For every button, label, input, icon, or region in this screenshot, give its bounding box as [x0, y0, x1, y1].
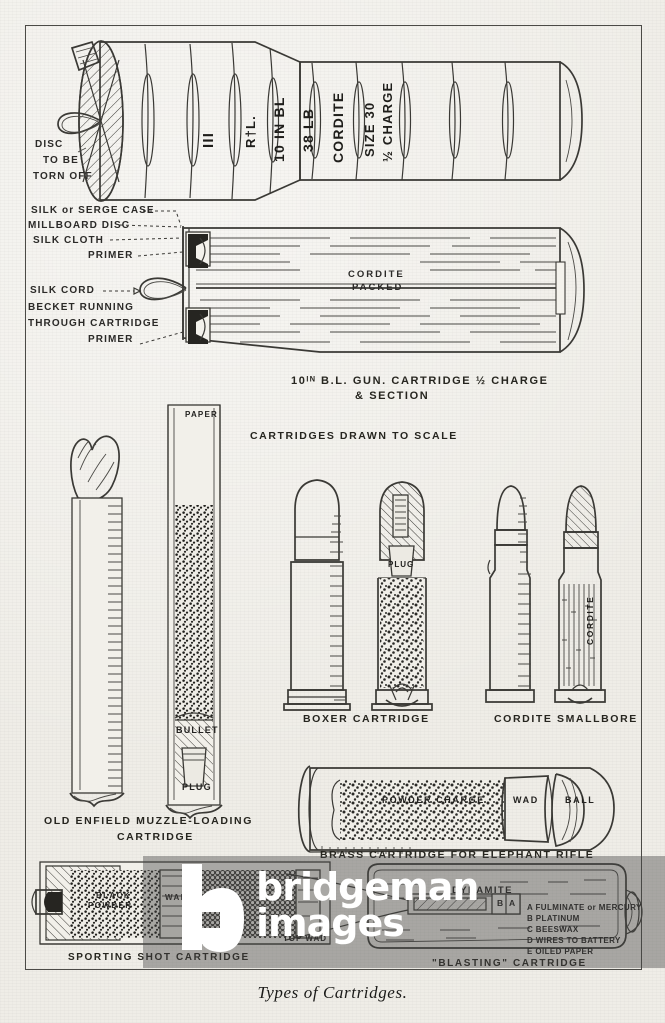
label-millboard-disc: MILLBOARD DISC: [28, 220, 131, 231]
band-text-size: SIZE 30: [362, 101, 377, 157]
bridgeman-b-logo: [182, 864, 244, 952]
boxer-cartridge-exterior: [283, 479, 351, 711]
label-primer-bottom: PRIMER: [88, 334, 134, 345]
legend-c: C BEESWAX: [527, 925, 579, 934]
label-through-cartridge: THROUGH CARTRIDGE: [28, 318, 160, 329]
caption-enfield-line2: CARTRIDGE: [117, 831, 194, 843]
label-dynamite: DYNAMITE: [452, 885, 513, 896]
label-powder-charge: POWDER CHARGE: [382, 795, 485, 805]
big-cordite-cartridge: [57, 40, 583, 202]
disc-label-line1: DISC: [35, 139, 64, 150]
caption-cordite-smallbore: CORDITE SMALLBORE: [494, 713, 638, 725]
figure-title: Types of Cartridges.: [257, 983, 408, 1002]
watermark-line1: bridgeman: [256, 865, 479, 909]
label-packed: PACKED: [352, 282, 404, 293]
label-black-powder-1: BLACK: [96, 891, 131, 900]
label-primer-top: PRIMER: [88, 250, 134, 261]
label-silk-cord: SILK CORD: [30, 285, 95, 296]
legend-d: D WIRES TO BATTERY: [527, 936, 621, 945]
label-plug-muzzle: PLUG: [182, 782, 212, 792]
label-ball: BALL: [565, 795, 596, 805]
caption-boxer: BOXER CARTRIDGE: [303, 713, 430, 725]
caption-section-line2: & SECTION: [355, 390, 430, 402]
legend-b: B PLATINUM: [527, 914, 580, 923]
band-text-mark: III: [200, 131, 217, 148]
section-cartridge: [103, 210, 585, 353]
elephant-rifle-cartridge: [297, 765, 615, 854]
cordite-smallbore-exterior: [485, 485, 535, 703]
label-wad-elephant: WAD: [513, 795, 539, 805]
legend-a: A FULMINATE or MERCURY: [527, 903, 642, 912]
legend-e: E OILED PAPER: [527, 947, 594, 956]
band-text-rtl: R†L.: [243, 115, 258, 148]
band-text-caliber: 10 IN BL: [271, 96, 287, 162]
blasting-cartridge: [285, 863, 643, 949]
label-paper: PAPER: [185, 410, 218, 419]
watermark-text: bridgeman images: [256, 865, 479, 946]
disc-label-line2: TO BE: [43, 155, 79, 166]
disc-label-line3: TORN OFF: [33, 171, 93, 182]
band-text-charge: ½ CHARGE: [380, 81, 395, 162]
boxer-cartridge-section: [371, 481, 433, 711]
label-top-wad: TOP WAD: [283, 934, 328, 943]
label-plug-boxer: PLUG: [388, 560, 415, 569]
caption-section-line1: 10ᴵᴺ B.L. GUN. CARTRIDGE ½ CHARGE: [291, 375, 549, 387]
band-text-weight: 38 LB: [300, 107, 316, 152]
cordite-smallbore-section: [554, 485, 606, 704]
caption-elephant-rifle: BRASS CARTRIDGE FOR ELEPHANT RIFLE: [320, 849, 595, 861]
caption-enfield-line1: OLD ENFIELD MUZZLE-LOADING: [44, 815, 253, 827]
label-bullet: BULLET: [176, 725, 219, 735]
marker-a: A: [509, 898, 516, 908]
marker-b: B: [497, 898, 504, 908]
label-silk-serge-case: SILK or SERGE CASE: [31, 205, 155, 216]
watermark-line2: images: [256, 901, 405, 946]
caption-sporting-shot: SPORTING SHOT CARTRIDGE: [68, 952, 250, 963]
label-cordite-smallbore: CORDITE: [585, 595, 595, 645]
scale-note: CARTRIDGES DRAWN TO SCALE: [250, 430, 458, 442]
label-silk-cloth: SILK CLOTH: [33, 235, 104, 246]
muzzle-loading-cartridge: [165, 404, 223, 820]
label-becket-running: BECKET RUNNING: [28, 302, 134, 313]
label-cordite: CORDITE: [348, 269, 405, 280]
label-wad-sporting: WAD: [165, 893, 188, 902]
old-enfield-cartridge: [69, 435, 125, 808]
illustration-frame: [25, 25, 642, 970]
band-text-cordite: CORDITE: [330, 91, 346, 163]
caption-blasting: "BLASTING" CARTRIDGE: [432, 958, 587, 969]
label-black-powder-2: POWDER: [88, 901, 133, 910]
